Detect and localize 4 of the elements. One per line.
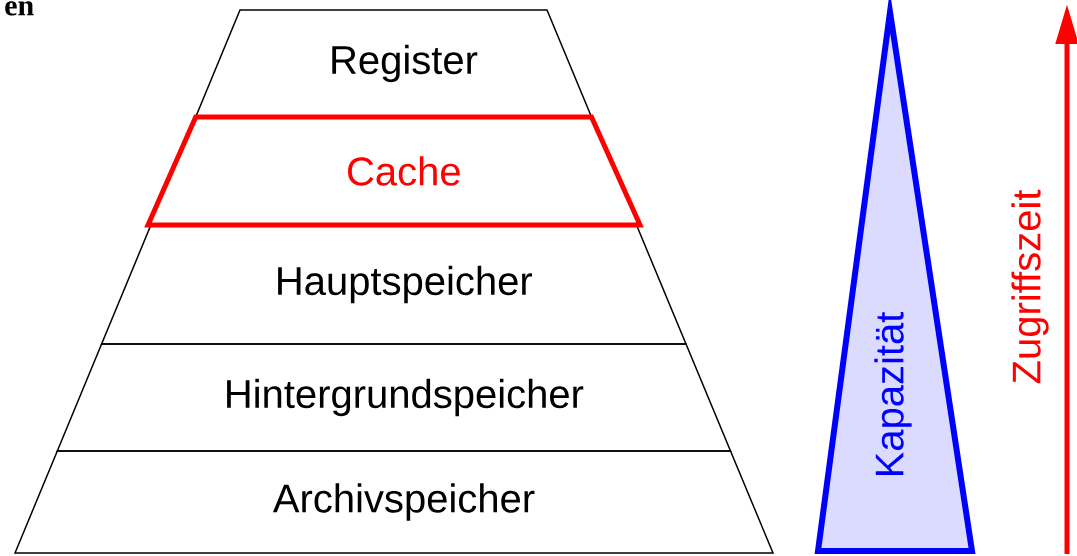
pyramid-layer: Register xyxy=(194,9,593,118)
pyramid-layer: Hauptspeicher xyxy=(100,224,688,345)
heading-fragment: en xyxy=(5,1,34,16)
pyramid-layer: Hintergrundspeicher xyxy=(56,343,732,452)
